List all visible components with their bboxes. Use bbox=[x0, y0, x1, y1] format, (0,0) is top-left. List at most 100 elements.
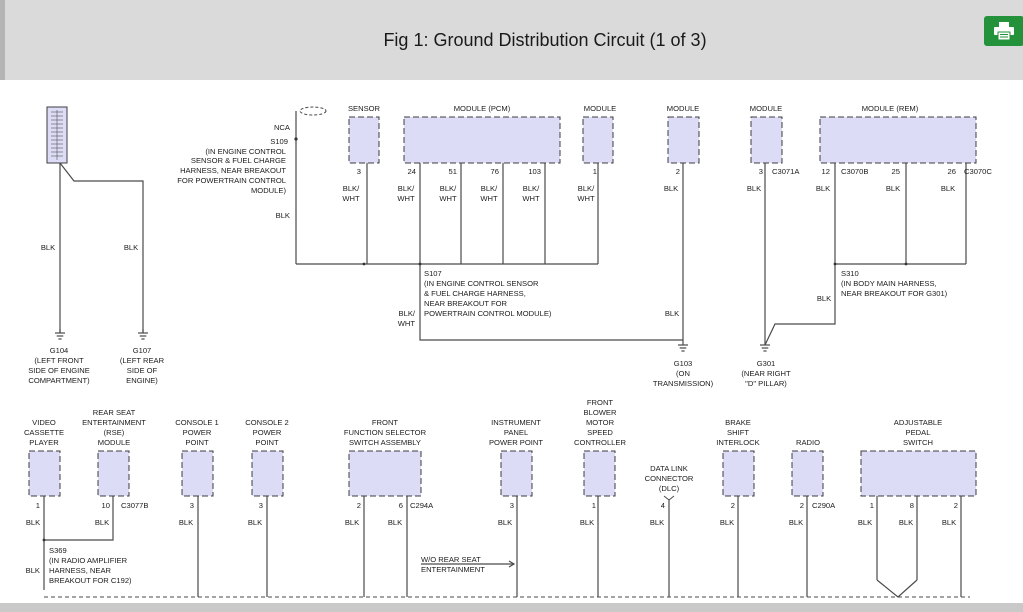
cpp1-line-2: POINT bbox=[185, 438, 209, 447]
horizontal-scrollbar[interactable] bbox=[0, 603, 1023, 612]
pin-24: 24 bbox=[408, 167, 416, 176]
rse-line-1: ENTERTAINMENT bbox=[82, 418, 146, 427]
connector-c3070b: C3070B bbox=[841, 167, 868, 176]
print-button[interactable] bbox=[984, 16, 1023, 46]
g104-line-1: (LEFT FRONT bbox=[34, 356, 84, 365]
bottom-modules bbox=[28, 450, 977, 501]
b-wire-6: BLK bbox=[388, 518, 402, 527]
s109-line-1: (IN ENGINE CONTROL bbox=[205, 147, 286, 156]
rse-line-2: (RSE) bbox=[104, 428, 125, 437]
wo-rse-line-1: ENTERTAINMENT bbox=[421, 565, 485, 574]
dlc-line-1: CONNECTOR bbox=[645, 474, 694, 483]
top-wires bbox=[59, 106, 967, 346]
s107-line-0: S107 bbox=[424, 269, 442, 278]
cpp1-line-1: POWER bbox=[183, 428, 212, 437]
g104-line-2: SIDE OF ENGINE bbox=[28, 366, 90, 375]
b-pin-2b: 2 bbox=[731, 501, 735, 510]
wire-blk-b: BLK bbox=[747, 184, 761, 193]
s107-wire-a: BLK/ bbox=[399, 309, 416, 318]
b-pin-3c: 3 bbox=[510, 501, 514, 510]
connector-c294a: C294A bbox=[410, 501, 434, 510]
aps-line-1: PEDAL bbox=[906, 428, 931, 437]
b-wire-5: BLK bbox=[345, 518, 359, 527]
b-wire-11: BLK bbox=[789, 518, 803, 527]
b-wire-10: BLK bbox=[720, 518, 734, 527]
wire-blk-g104: BLK bbox=[41, 243, 55, 252]
s369-line-0: S369 bbox=[49, 546, 67, 555]
s107-line-3: NEAR BREAKOUT FOR bbox=[424, 299, 507, 308]
b-wire-1: BLK bbox=[26, 518, 40, 527]
fbm-line-1: BLOWER bbox=[584, 408, 617, 417]
wire-blk-c: BLK bbox=[816, 184, 830, 193]
printer-icon bbox=[994, 22, 1014, 40]
g103-line-2: TRANSMISSION) bbox=[653, 379, 714, 388]
b-wire-7: BLK bbox=[498, 518, 512, 527]
radio-label: RADIO bbox=[796, 438, 820, 447]
b-wire-8: BLK bbox=[580, 518, 594, 527]
wire-blkwht-3a: BLK/ bbox=[440, 184, 457, 193]
wire-blkwht-2a: BLK/ bbox=[398, 184, 415, 193]
s107-line-4: POWERTRAIN CONTROL MODULE) bbox=[424, 309, 552, 318]
pcm-label: MODULE (PCM) bbox=[454, 104, 511, 113]
b-pin-1b: 1 bbox=[592, 501, 596, 510]
rem-label: MODULE (REM) bbox=[862, 104, 919, 113]
cpp1-line-0: CONSOLE 1 bbox=[175, 418, 218, 427]
bottom-wires bbox=[42, 496, 970, 598]
g301-line-0: G301 bbox=[757, 359, 776, 368]
wire-blk-d: BLK bbox=[886, 184, 900, 193]
s310-wire-blk: BLK bbox=[817, 294, 831, 303]
b-wire-2: BLK bbox=[95, 518, 109, 527]
b-pin-1c: 1 bbox=[870, 501, 874, 510]
b-pin-10: 10 bbox=[102, 501, 110, 510]
g103-line-1: (ON bbox=[676, 369, 690, 378]
figure-title: Fig 1: Ground Distribution Circuit (1 of… bbox=[383, 30, 707, 50]
g104-line-0: G104 bbox=[50, 346, 69, 355]
fbm-line-4: CONTROLLER bbox=[574, 438, 626, 447]
aps-line-2: SWITCH bbox=[903, 438, 933, 447]
s107-wire-b: WHT bbox=[398, 319, 416, 328]
top-labels: SENSOR MODULE (PCM) MODULE MODULE MODULE… bbox=[28, 104, 992, 388]
fbm-line-2: MOTOR bbox=[586, 418, 615, 427]
s369-line-1: (IN RADIO AMPLIFIER bbox=[49, 556, 128, 565]
pin-26: 26 bbox=[948, 167, 956, 176]
pin-3b: 3 bbox=[759, 167, 763, 176]
wire-blkwht-3b: WHT bbox=[439, 194, 457, 203]
bsi-line-1: SHIFT bbox=[727, 428, 749, 437]
s369-wire-blk: BLK bbox=[26, 566, 40, 575]
rse-line-0: REAR SEAT bbox=[93, 408, 136, 417]
bsi-line-0: BRAKE bbox=[725, 418, 751, 427]
b-wire-14: BLK bbox=[942, 518, 956, 527]
s310-line-0: S310 bbox=[841, 269, 859, 278]
vcp-line-0: VIDEO bbox=[32, 418, 56, 427]
vcp-line-1: CASSETTE bbox=[24, 428, 64, 437]
s369-line-3: BREAKOUT FOR C192) bbox=[49, 576, 132, 585]
b-pin-4: 4 bbox=[661, 501, 665, 510]
wo-rse-line-0: W/O REAR SEAT bbox=[421, 555, 481, 564]
dlc-line-2: (DLC) bbox=[659, 484, 680, 493]
s107-line-2: & FUEL CHARGE HARNESS, bbox=[424, 289, 526, 298]
b-pin-2a: 2 bbox=[357, 501, 361, 510]
connector-c3070c: C3070C bbox=[964, 167, 992, 176]
s107-wire-blk: BLK bbox=[665, 309, 679, 318]
cpp2-line-1: POWER bbox=[253, 428, 282, 437]
vcp-line-2: PLAYER bbox=[29, 438, 59, 447]
g107-line-0: G107 bbox=[133, 346, 152, 355]
s109-line-0: S109 bbox=[270, 137, 288, 146]
wire-blkwht-1b: WHT bbox=[342, 194, 360, 203]
g107-line-3: ENGINE) bbox=[126, 376, 158, 385]
wire-blkwht-6b: WHT bbox=[577, 194, 595, 203]
b-pin-6: 6 bbox=[399, 501, 403, 510]
wiring-diagram: SENSOR MODULE (PCM) MODULE MODULE MODULE… bbox=[24, 104, 992, 598]
g107-line-1: (LEFT REAR bbox=[120, 356, 165, 365]
b-pin-1a: 1 bbox=[36, 501, 40, 510]
wire-blkwht-2b: WHT bbox=[397, 194, 415, 203]
bottom-labels: VIDEO CASSETTE PLAYER REAR SEAT ENTERTAI… bbox=[24, 398, 958, 585]
wire-blkwht-4b: WHT bbox=[480, 194, 498, 203]
g107-line-2: SIDE OF bbox=[127, 366, 158, 375]
ffss-line-1: FUNCTION SELECTOR bbox=[344, 428, 427, 437]
wire-blkwht-5a: BLK/ bbox=[523, 184, 540, 193]
pin-51: 51 bbox=[449, 167, 457, 176]
cpp2-line-0: CONSOLE 2 bbox=[245, 418, 288, 427]
b-pin-3b: 3 bbox=[259, 501, 263, 510]
ipp-line-2: POWER POINT bbox=[489, 438, 543, 447]
